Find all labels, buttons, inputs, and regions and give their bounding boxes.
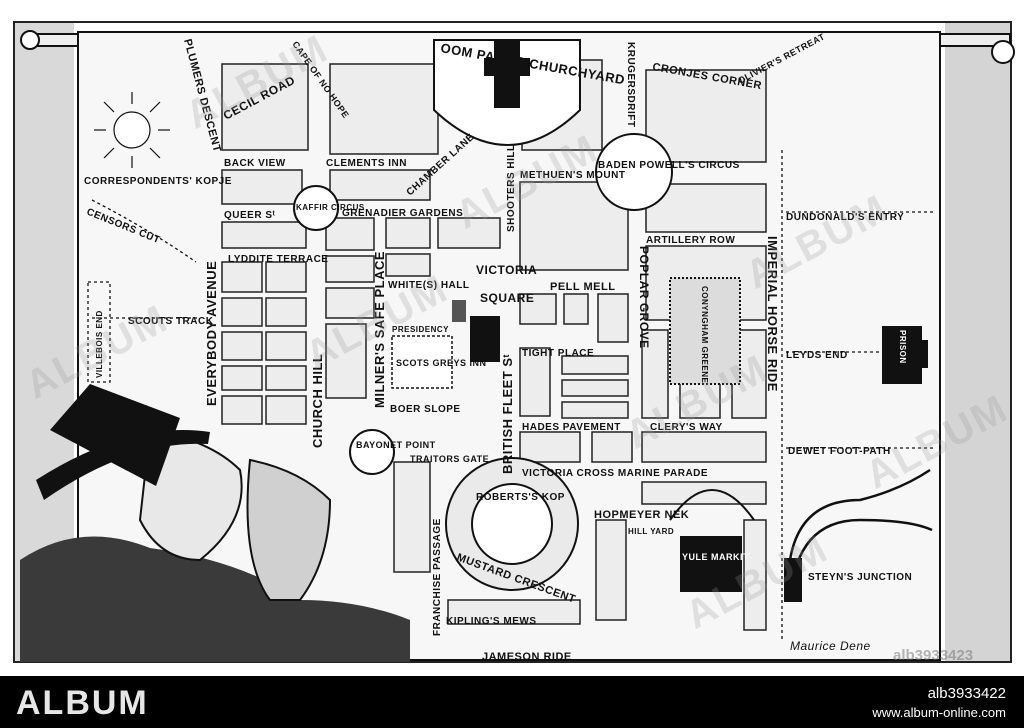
footer-bar: ALBUM alb3933422 www.album-online.com [0,676,1024,728]
label-traitors-gate: TRAITORS GATE [410,454,489,464]
cartoon-map-illustration: PLUMERS DESCENT CECIL ROAD CAPE OF NO HO… [13,21,1016,664]
label-hill-yard: HILL YARD [628,527,674,536]
man-with-top-hat [20,384,410,662]
label-dundonalds-entry: DUNDONALD'S ENTRY [786,212,904,223]
label-tight-place: TIGHT PLACE [522,348,594,359]
label-scouts-track: SCOUTS TRACK [128,316,214,327]
artist-signature: Maurice Dene [790,639,871,653]
bayonet-point-circus [349,429,395,475]
label-kiplings-mews: KIPLING'S MEWS [446,616,537,627]
label-prison: PRISON [898,330,907,364]
label-artillery-row: ARTILLERY ROW [646,235,735,246]
label-leyds-end: LEYDS END [786,350,848,361]
label-back-view: BACK VIEW [224,158,286,169]
yule-markit-block [680,536,742,592]
label-villebois-end: VILLEBOIS END [95,310,104,378]
label-victoria-cross-marine-parade: VICTORIA CROSS MARINE PARADE [522,468,708,479]
conyngham-greene-block [669,277,741,385]
label-poplar-grove: POPLAR GROVE [637,246,651,349]
label-conyngham-greene: CONYNGHAM GREENE [700,286,709,384]
map-drawing: PLUMERS DESCENT CECIL ROAD CAPE OF NO HO… [13,21,1015,663]
label-yule-markit: YULE MARKIT [682,552,749,562]
label-baden-powells-circus: BADEN POWELL'S CIRCUS [598,160,740,171]
label-lyddite-terrace: LYDDITE TERRACE [228,254,328,265]
label-pell-mell: PELL MELL [550,281,615,293]
label-franchise-passage: FRANCHISE PASSAGE [432,518,443,636]
label-correspondents-kopje: CORRESPONDENTS' KOPJE [84,176,232,187]
label-shooters-hill: SHOOTERS HILL [506,144,517,232]
correspondents-kopje-sun [94,92,170,168]
label-clerys-way: CLERY'S WAY [650,422,723,433]
scots-greys-inn-block [391,335,453,389]
album-logo[interactable]: ALBUM [16,684,149,722]
label-presidency: PRESIDENCY [392,325,449,334]
label-grenadier-gardens: GRENADIER GARDENS [342,208,463,219]
label-scots-greys-inn: SCOTS GREYS INN [396,358,487,368]
label-steyns-junction: STEYN'S JUNCTION [808,572,912,583]
label-krugersdrift: KRUGERSDRIFT [625,42,636,127]
steyns-junction-rail [788,468,931,561]
label-church-hill: CHURCH HILL [310,354,325,448]
label-jameson-ride: JAMESON RIDE [482,651,572,663]
top-hat [50,384,180,486]
label-hades-pavement: HADES PAVEMENT [522,422,621,433]
label-victoria: VICTORIA [476,263,537,277]
kaffir-circus [293,185,339,231]
label-square: SQUARE [480,291,534,305]
label-imperial-horse-ride: IMPERIAL HORSE RIDE [765,236,780,392]
tombstone-shape [484,40,530,108]
image-id: alb3933422 [927,685,1006,702]
censors-cut-line [91,199,197,263]
label-queer-st: QUEER Sᵗ [224,210,276,221]
label-clements-inn: CLEMENTS INN [326,158,407,169]
label-everybody-avenue: EVERYBODY AVENUE [204,261,219,406]
label-roberts-kop: ROBERTS'S KOP [476,492,565,503]
label-bayonet-point: BAYONET POINT [356,440,436,450]
label-methuens-mount: METHUEN'S MOUNT [520,170,625,181]
label-dewet-foot-path: DEWET FOOT-PATH [788,446,891,457]
label-whites-hall: WHITE(S) HALL [388,280,470,291]
label-boer-slope: BOER SLOPE [390,404,461,415]
label-british-fleet-st: BRITISH FLEET Sᵗ [500,354,515,474]
right-wall-hatch [945,22,1011,662]
label-milners-safe-place: MILNER'S SAFE PLACE [372,251,387,408]
label-kaffir-circus: KAFFIR CIRCUS [296,203,365,212]
corner-image-id: alb3933423 [893,647,974,664]
baden-powell-circus [595,133,673,211]
website-link[interactable]: www.album-online.com [872,705,1006,720]
label-hopmeyer-nek: HOPMEYER NEK [594,509,689,521]
